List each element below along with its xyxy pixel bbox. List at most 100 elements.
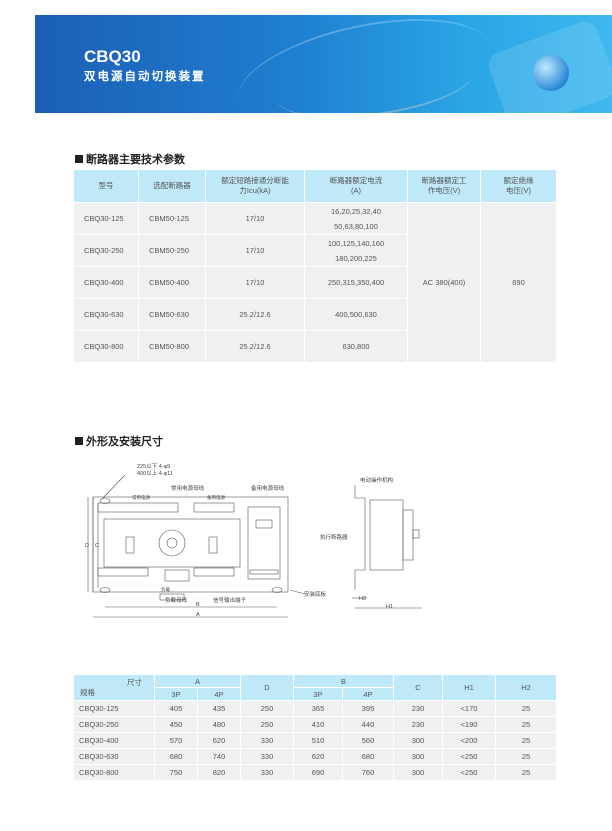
corner-header: 尺寸规格 xyxy=(74,675,154,700)
table-cell: 510 xyxy=(294,733,342,748)
table-cell: <250 xyxy=(443,765,495,780)
section-title-text: 外形及安装尺寸 xyxy=(86,436,163,448)
table-cell: 570 xyxy=(155,733,197,748)
breaker-handle-left xyxy=(125,536,135,554)
corner-bottom: 规格 xyxy=(80,688,95,697)
header-banner xyxy=(35,15,612,113)
table-cell: 750 xyxy=(155,765,197,780)
table-cell: <200 xyxy=(443,733,495,748)
table-cell: 25 xyxy=(496,749,556,764)
table-cell: 680 xyxy=(343,749,393,764)
table-cell: 230 xyxy=(394,717,442,732)
table-cell: 250 xyxy=(241,717,293,732)
table-cell: 410 xyxy=(294,717,342,732)
table-cell: 25 xyxy=(496,717,556,732)
col-header-a-4p: 4P xyxy=(198,688,240,700)
knob-center xyxy=(166,537,178,549)
table-cell: 330 xyxy=(241,749,293,764)
cell-icu: 25.2/12.6 xyxy=(206,331,304,362)
table-cell: <190 xyxy=(443,717,495,732)
table-row: CBQ30-630 CBM50-630 25.2/12.6 400,500,63… xyxy=(74,299,556,330)
table-cell: 450 xyxy=(155,717,197,732)
label-mounting-plate: 安装底板 xyxy=(304,592,327,598)
table-cell: <250 xyxy=(443,749,495,764)
controller-terminals xyxy=(249,569,279,575)
cell-model: CBQ30-630 xyxy=(74,299,138,330)
product-name: 双电源自动切换装置 xyxy=(84,71,206,83)
mounting-plate xyxy=(92,496,289,593)
table-cell: 25 xyxy=(496,701,556,716)
label-main-bus: 常用电源母线 xyxy=(171,486,205,492)
cell-breaker: CBM50-125 xyxy=(139,203,205,234)
motor-mechanism xyxy=(402,509,414,561)
label-exec-breaker: 执行断路器 xyxy=(320,535,348,541)
mounting-bracket xyxy=(354,485,366,590)
table-cell: 740 xyxy=(198,749,240,764)
specs-table: 型号 选配断路器 额定短路接通分断能力Icu(kA) 断路器额定电流(A) 断路… xyxy=(73,169,557,363)
col-header: 型号 xyxy=(74,170,138,202)
corner-top: 尺寸 xyxy=(127,678,142,687)
table-cell: 820 xyxy=(198,765,240,780)
label-holes-small: 225以下 4-φ9 xyxy=(137,464,171,470)
table-cell: 230 xyxy=(394,701,442,716)
cell-current: 250,315,350,400 xyxy=(305,267,407,298)
cell-model: CBQ30-250 xyxy=(74,235,138,266)
cell-model: CBQ30-800 xyxy=(74,331,138,362)
col-header-b-3p: 3P xyxy=(294,688,342,700)
label-dim-h2: H2 xyxy=(359,596,367,602)
table-header-row: 尺寸规格 A D B C H1 H2 xyxy=(74,675,556,700)
front-view-drawing xyxy=(87,474,306,618)
table-cell: CBQ30-400 xyxy=(74,733,154,748)
label-dim-d: D xyxy=(85,543,89,549)
mount-hole xyxy=(99,498,111,504)
section-title-dimensions: 外形及安装尺寸 xyxy=(75,433,163,449)
col-header-a-3p: 3P xyxy=(155,688,197,700)
table-cell: 395 xyxy=(343,701,393,716)
table-cell: 25 xyxy=(496,733,556,748)
table-cell: 620 xyxy=(294,749,342,764)
col-header: 额定短路接通分断能力Icu(kA) xyxy=(206,170,304,202)
table-cell: 760 xyxy=(343,765,393,780)
controller-panel xyxy=(247,506,281,580)
col-header: 选配断路器 xyxy=(139,170,205,202)
cell-icu: 25.2/12.6 xyxy=(206,299,304,330)
table-cell: 560 xyxy=(343,733,393,748)
table-cell: CBQ30-800 xyxy=(74,765,154,780)
mount-hole xyxy=(99,587,111,593)
col-header: 断路器额定工作电压(V) xyxy=(408,170,480,202)
table-cell: 480 xyxy=(198,717,240,732)
breaker-handle-right xyxy=(208,536,218,554)
table-cell: 300 xyxy=(394,733,442,748)
side-view-drawing xyxy=(352,485,422,609)
col-header-h1: H1 xyxy=(443,675,495,700)
table-cell: CBQ30-125 xyxy=(74,701,154,716)
table-row: CBQ30-800 CBM50-800 25.2/12.6 630,800 xyxy=(74,331,556,362)
col-header-d: D xyxy=(241,675,293,700)
table-cell: 620 xyxy=(198,733,240,748)
bullet-square-icon xyxy=(75,437,83,445)
breaker-body xyxy=(369,499,404,571)
label-load-tag-visible: 负载 xyxy=(161,587,170,592)
operating-knob xyxy=(158,529,186,557)
switch-body xyxy=(103,518,241,568)
leader-line xyxy=(101,474,126,500)
section-title-specs: 断路器主要技术参数 xyxy=(75,151,185,167)
section-title-text: 断路器主要技术参数 xyxy=(86,154,185,166)
cell-model: CBQ30-400 xyxy=(74,267,138,298)
col-header-c: C xyxy=(394,675,442,700)
current-line: 100,125,140,160 xyxy=(327,238,385,248)
load-tag-box xyxy=(159,593,185,601)
dimensions-table: 尺寸规格 A D B C H1 H2 3P 4P 3P 4P CBQ30-125… xyxy=(73,674,557,781)
table-cell: CBQ30-630 xyxy=(74,749,154,764)
cell-breaker: CBM50-250 xyxy=(139,235,205,266)
label-dim-h1: H1 xyxy=(386,604,394,610)
cell-voltage: AC 380(400) xyxy=(408,203,480,362)
leader-line xyxy=(289,589,306,595)
label-backup-tag: 备用电源 xyxy=(207,495,225,500)
table-cell: <170 xyxy=(443,701,495,716)
